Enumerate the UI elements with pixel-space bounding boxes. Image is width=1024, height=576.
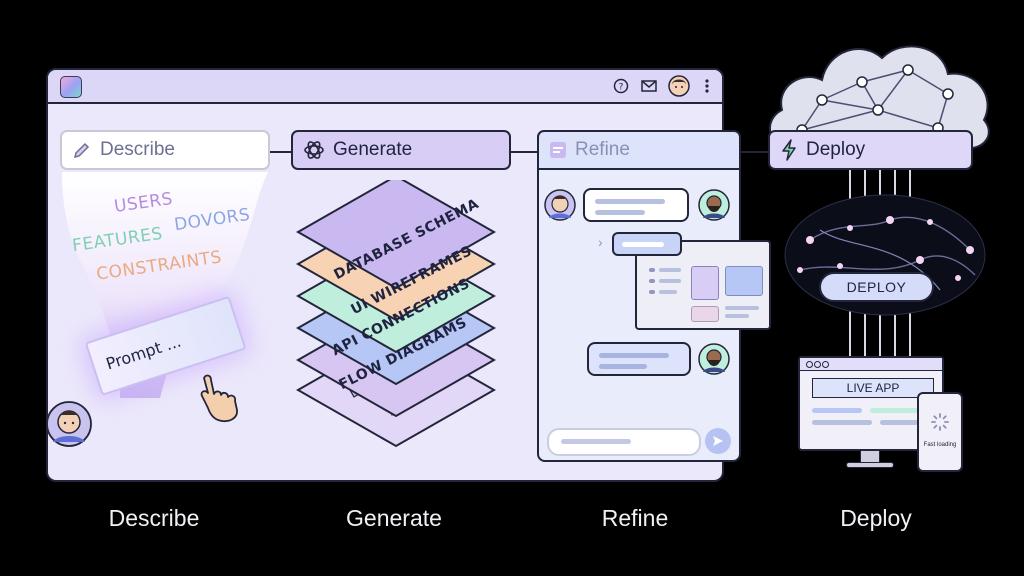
user-avatar (46, 401, 92, 447)
step-refine-pill[interactable]: Refine (537, 130, 741, 170)
chat-bubble (587, 342, 691, 376)
assistant-avatar (698, 189, 730, 221)
ai-knot-icon (304, 141, 324, 159)
pencil-icon (73, 142, 90, 159)
deploy-badge[interactable]: DEPLOY (819, 272, 934, 302)
step-describe-pill[interactable]: Describe (60, 130, 270, 170)
step-refine-label: Refine (575, 139, 630, 160)
phone-status-text: Fast loading (923, 442, 957, 448)
send-icon (713, 436, 723, 446)
step-generate-label: Generate (333, 139, 413, 160)
connector-line (740, 151, 768, 153)
step-deploy-label: Deploy (806, 139, 866, 160)
monitor-base (846, 462, 894, 468)
caption-describe: Describe (108, 505, 200, 531)
mail-icon[interactable] (640, 77, 658, 95)
help-icon[interactable]: ? (612, 77, 630, 95)
pointing-hand-icon (200, 374, 238, 423)
step-generate-pill[interactable]: Generate (291, 130, 511, 170)
chat-input[interactable] (547, 428, 701, 456)
chat-bubble (583, 188, 689, 222)
app-logo-icon (60, 76, 82, 98)
prompt-text: Prompt ... (103, 331, 184, 374)
step-describe-label: Describe (100, 139, 175, 160)
avatar[interactable] (668, 75, 690, 97)
chevron-right-icon: › (598, 234, 603, 250)
connector-line (270, 151, 291, 153)
window-titlebar: ? (48, 70, 722, 104)
live-app-banner: LIVE APP (812, 378, 934, 398)
send-button[interactable] (705, 428, 731, 454)
loading-spinner-icon (931, 413, 949, 431)
cloud-network-icon (769, 45, 990, 150)
svg-text:?: ? (619, 83, 624, 93)
user-avatar (544, 189, 576, 221)
refine-suggestion-bubble (612, 232, 682, 256)
step-deploy-pill[interactable]: Deploy (768, 130, 973, 170)
caption-deploy: Deploy (840, 505, 912, 531)
list-icon (550, 142, 566, 158)
generated-layers-stack (295, 180, 497, 448)
lightning-icon (782, 139, 796, 161)
assistant-avatar (698, 343, 730, 375)
mobile-phone: Fast loading (917, 392, 963, 472)
caption-refine: Refine (601, 505, 669, 531)
more-menu-icon[interactable] (698, 77, 716, 95)
connector-line (511, 151, 538, 153)
caption-generate: Generate (346, 505, 442, 531)
